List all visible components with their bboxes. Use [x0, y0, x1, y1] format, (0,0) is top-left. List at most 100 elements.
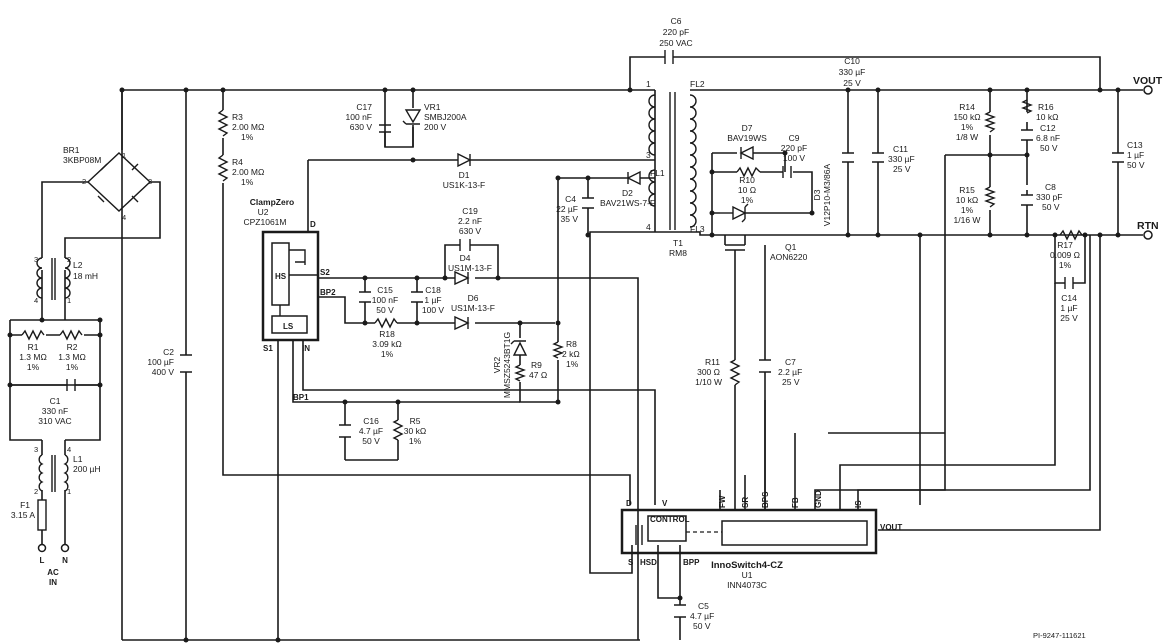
label-c13: C13 1 µF 50 V — [1127, 140, 1145, 170]
label-c15: C15 100 nF 50 V — [372, 285, 398, 315]
svg-text:D4: D4 — [460, 253, 471, 263]
svg-text:LS: LS — [283, 322, 294, 331]
label-c10: C10 330 µF 25 V — [839, 56, 866, 88]
label-r15: R15 10 kΩ 1% 1/16 W — [954, 185, 981, 225]
svg-text:R8: R8 — [566, 339, 577, 349]
svg-text:1%: 1% — [381, 349, 394, 359]
svg-text:InnoSwitch4-CZ: InnoSwitch4-CZ — [711, 560, 783, 571]
svg-text:1 µF: 1 µF — [424, 295, 441, 305]
svg-text:0.009 Ω: 0.009 Ω — [1050, 250, 1080, 260]
svg-text:300 Ω: 300 Ω — [697, 367, 720, 377]
svg-text:U2: U2 — [258, 207, 269, 217]
svg-text:US1M-13-F: US1M-13-F — [451, 303, 495, 313]
svg-text:200 V: 200 V — [424, 122, 447, 132]
svg-text:1%: 1% — [241, 132, 254, 142]
svg-text:1.3 MΩ: 1.3 MΩ — [19, 352, 47, 362]
svg-text:100 µF: 100 µF — [147, 357, 174, 367]
svg-text:2: 2 — [67, 255, 71, 264]
label-r10: R10 10 Ω 1% — [738, 175, 756, 205]
label-br1: BR1 3KBP08M — [63, 145, 101, 165]
svg-text:FB: FB — [791, 497, 800, 508]
svg-text:D: D — [626, 499, 632, 508]
svg-text:4: 4 — [34, 296, 38, 305]
svg-text:C4: C4 — [565, 194, 576, 204]
svg-text:4: 4 — [67, 445, 71, 454]
svg-text:100 V: 100 V — [783, 153, 806, 163]
svg-text:30 kΩ: 30 kΩ — [404, 426, 426, 436]
svg-text:330 pF: 330 pF — [1036, 192, 1062, 202]
svg-text:50 V: 50 V — [376, 305, 394, 315]
svg-text:MMSZ5243BT1G: MMSZ5243BT1G — [502, 332, 512, 398]
svg-text:D2: D2 — [622, 188, 633, 198]
svg-text:R14: R14 — [959, 102, 975, 112]
svg-text:R18: R18 — [379, 329, 395, 339]
svg-text:GND: GND — [814, 490, 823, 508]
svg-text:R10: R10 — [739, 175, 755, 185]
svg-text:CONTROL: CONTROL — [650, 515, 690, 524]
svg-text:BPS: BPS — [761, 491, 770, 508]
svg-text:1%: 1% — [27, 362, 40, 372]
wires — [9, 56, 1143, 641]
svg-text:3: 3 — [34, 445, 38, 454]
svg-text:22 µF: 22 µF — [556, 204, 578, 214]
label-u2: ClampZero U2 CPZ1061M — [244, 197, 295, 227]
svg-text:3: 3 — [646, 150, 651, 160]
svg-text:ClampZero: ClampZero — [250, 197, 294, 207]
label-r17: R17 0.009 Ω 1% — [1050, 240, 1080, 270]
svg-text:1%: 1% — [241, 177, 254, 187]
svg-text:C17: C17 — [356, 102, 372, 112]
svg-text:US1M-13-F: US1M-13-F — [448, 263, 492, 273]
svg-text:FL2: FL2 — [690, 79, 705, 89]
svg-text:T1: T1 — [673, 238, 683, 248]
t1-pin-labels: 1 3 4 FL1 FL2 FL3 — [646, 79, 705, 234]
svg-text:Q1: Q1 — [785, 242, 797, 252]
svg-text:630 V: 630 V — [350, 122, 373, 132]
svg-text:S: S — [628, 558, 634, 567]
label-d4: D4 US1M-13-F — [448, 253, 492, 273]
label-q1: Q1 AON6220 — [770, 242, 808, 262]
svg-text:V: V — [662, 499, 668, 508]
svg-text:25 V: 25 V — [843, 78, 861, 88]
svg-text:F1: F1 — [20, 500, 30, 510]
svg-text:3.15 A: 3.15 A — [11, 510, 35, 520]
svg-text:R1: R1 — [28, 342, 39, 352]
label-r2: R2 1.3 MΩ 1% — [58, 342, 86, 372]
svg-text:1%: 1% — [566, 359, 579, 369]
svg-text:310 VAC: 310 VAC — [38, 416, 71, 426]
svg-text:1/10 W: 1/10 W — [695, 377, 722, 387]
svg-text:INN4073C: INN4073C — [727, 580, 767, 590]
svg-text:10 kΩ: 10 kΩ — [956, 195, 978, 205]
svg-text:220 pF: 220 pF — [781, 143, 807, 153]
svg-text:U1: U1 — [742, 570, 753, 580]
label-c8: C8 330 pF 50 V — [1036, 182, 1062, 212]
svg-text:4: 4 — [646, 222, 651, 232]
label-d1: D1 US1K-13-F — [443, 170, 486, 190]
u1-innoswitch-block — [620, 508, 878, 555]
svg-text:FL1: FL1 — [650, 168, 665, 178]
svg-text:4: 4 — [122, 213, 126, 222]
label-t1: T1 RM8 — [669, 238, 687, 258]
svg-text:AON6220: AON6220 — [770, 252, 808, 262]
label-l2: L2 18 mH — [73, 260, 98, 281]
svg-text:S1: S1 — [263, 344, 273, 353]
svg-text:BAV19WS: BAV19WS — [727, 133, 767, 143]
label-c17: C17 100 nF 630 V — [346, 102, 373, 132]
svg-text:R16: R16 — [1038, 102, 1054, 112]
svg-text:3: 3 — [34, 255, 38, 264]
svg-text:D6: D6 — [468, 293, 479, 303]
svg-text:VR2: VR2 — [492, 356, 502, 373]
svg-text:C7: C7 — [785, 357, 796, 367]
label-c14: C14 1 µF 25 V — [1060, 293, 1078, 323]
svg-text:R2: R2 — [67, 342, 78, 352]
label-c2: C2 100 µF 400 V — [147, 347, 174, 377]
node-rtn: RTN — [1137, 220, 1159, 232]
svg-text:L: L — [40, 556, 45, 565]
label-c12: C12 6.8 nF 50 V — [1036, 123, 1060, 153]
svg-text:4.7 µF: 4.7 µF — [359, 426, 383, 436]
svg-text:25 V: 25 V — [893, 164, 911, 174]
label-d3: D3 V12P10-M3/86A — [812, 163, 832, 226]
svg-text:1 µF: 1 µF — [1127, 150, 1144, 160]
svg-text:D1: D1 — [459, 170, 470, 180]
svg-text:220 pF: 220 pF — [663, 27, 689, 37]
